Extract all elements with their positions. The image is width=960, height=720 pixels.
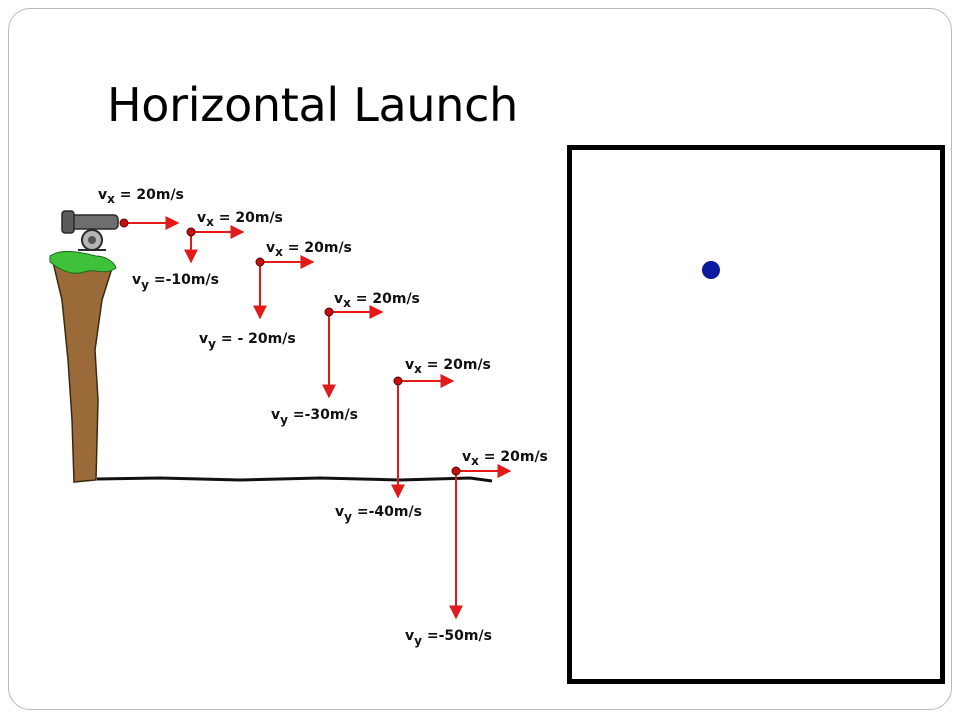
- animation-box: [567, 145, 945, 684]
- position-marker: vx = 20m/s: [98, 187, 184, 230]
- cliff-grass: [49, 250, 117, 274]
- vx-label: vx = 20m/s: [266, 240, 352, 259]
- projectile-point: [324, 307, 334, 317]
- position-marker: vx = 20m/s vy = - 20m/s: [199, 240, 352, 351]
- vx-label: vx = 20m/s: [462, 449, 548, 468]
- vx-label: vx = 20m/s: [197, 210, 283, 229]
- vy-label: vy =-50m/s: [405, 628, 492, 648]
- ground-line: [96, 476, 493, 483]
- vy-label: vy = - 20m/s: [199, 331, 296, 351]
- projectile-point: [451, 466, 461, 476]
- cliff: [50, 256, 113, 483]
- vy-label: vy =-30m/s: [271, 407, 358, 427]
- vx-label: vx = 20m/s: [334, 291, 420, 310]
- vy-label: vy =-40m/s: [335, 504, 422, 524]
- cannon-icon: [61, 210, 119, 251]
- vy-label: vy =-10m/s: [132, 272, 219, 292]
- vx-label: vx = 20m/s: [405, 357, 491, 376]
- position-marker: vx = 20m/s vy =-40m/s: [335, 357, 491, 524]
- projectile-point: [255, 257, 265, 267]
- position-marker: vx = 20m/s vy =-30m/s: [271, 291, 420, 427]
- projectile-point: [119, 218, 129, 228]
- projectile-point: [393, 376, 403, 386]
- projectile-point: [186, 227, 196, 237]
- position-marker: vx = 20m/s vy =-50m/s: [405, 449, 548, 648]
- ball-icon: [702, 261, 720, 279]
- slide-frame: [8, 8, 952, 710]
- position-marker: vx = 20m/s vy =-10m/s: [132, 210, 283, 292]
- vx-label: vx = 20m/s: [98, 187, 184, 206]
- slide-title: Horizontal Launch: [107, 78, 518, 132]
